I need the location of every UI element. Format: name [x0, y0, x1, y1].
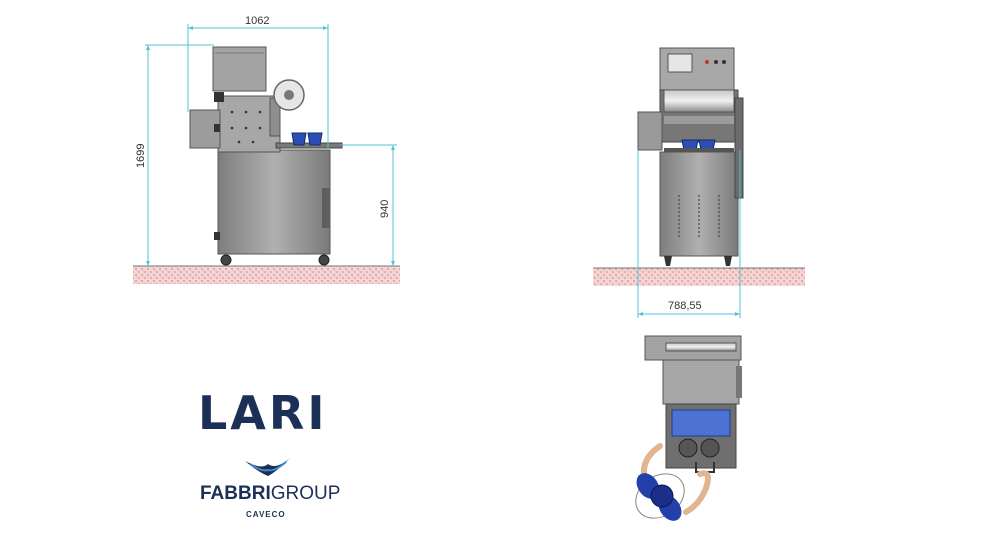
front-floor [593, 268, 805, 286]
caveco-logo: CAVECO [246, 510, 286, 519]
side-cabinet [217, 149, 331, 255]
front-film-roller [663, 89, 735, 113]
side-tray-2 [307, 132, 323, 146]
dimension-depth: 788,55 [668, 300, 702, 312]
dimension-height: 1699 [135, 144, 147, 168]
top-view [635, 335, 742, 521]
front-side-box [637, 111, 663, 151]
side-view: 1062 1699 940 [133, 15, 400, 284]
fabbri-logo-mark [245, 458, 290, 476]
dimension-width: 1062 [245, 15, 269, 27]
dimension-table-height: 940 [379, 200, 391, 218]
front-display [667, 53, 693, 73]
fabbri-word: FABBRI [200, 483, 271, 504]
fabbri-group-logo: FABBRIGROUP [200, 484, 340, 503]
top-hood [662, 359, 740, 405]
group-word: GROUP [270, 483, 341, 504]
side-tray-shelf [275, 142, 343, 149]
lari-logo: LARI [198, 386, 328, 440]
side-floor [133, 266, 400, 284]
side-hood [212, 46, 267, 92]
side-tray-1 [291, 132, 307, 146]
side-wheel-left [220, 254, 232, 266]
top-tray-1 [678, 438, 698, 458]
top-tray-2 [700, 438, 720, 458]
front-view: 788,55 [593, 47, 805, 318]
top-film-blue [671, 409, 731, 437]
operator-figure [635, 443, 711, 521]
side-wheel-right [318, 254, 330, 266]
